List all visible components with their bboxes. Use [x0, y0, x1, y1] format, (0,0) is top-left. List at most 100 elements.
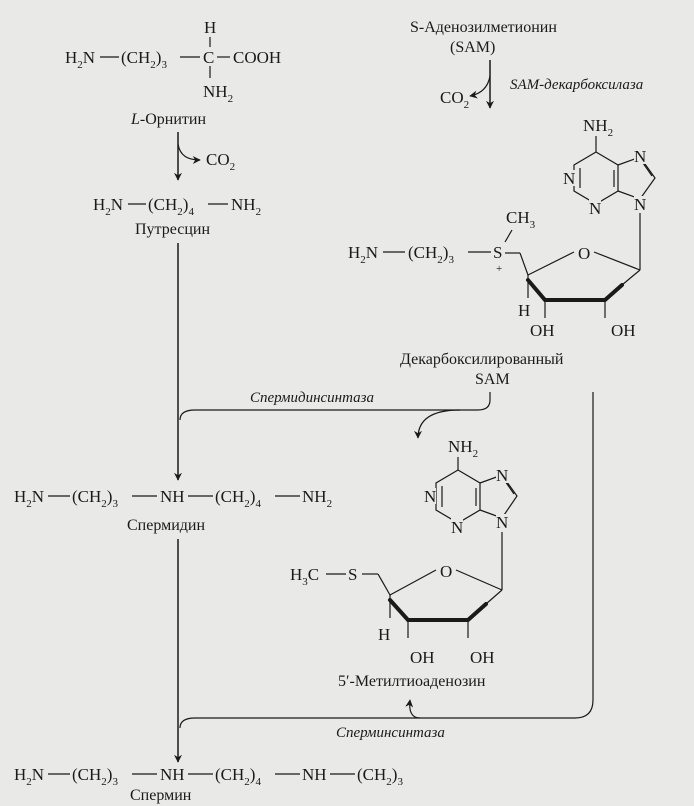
dcsam-amine: NH2: [583, 116, 613, 139]
ornithine-h-top: H: [204, 18, 216, 37]
mta-imidazole-ring: [479, 474, 518, 519]
ornithine-amino-left: H2N: [65, 48, 95, 71]
mta-ribose-oxygen: O: [440, 562, 452, 581]
dcsam-to-spermine-synthase: [405, 392, 594, 719]
spermidine-synthase-label: Спермидинсинтаза: [250, 390, 374, 406]
n3-label: N: [589, 199, 601, 218]
spermine-chain-a: (CH2)3: [72, 765, 118, 788]
putrescine-chain: (CH2)4: [148, 195, 194, 218]
oh-right: OH: [611, 321, 636, 340]
sam-abbrev: (SAM): [450, 39, 495, 56]
n1-label: N: [563, 169, 575, 188]
mta-n9-label: N: [496, 513, 508, 532]
ornithine-label: L-Орнитин: [130, 111, 206, 128]
spermidine-chain-b: (CH2)4: [215, 487, 261, 510]
spermine-amine-left: H2N: [14, 765, 44, 788]
mta-oh-right: OH: [470, 648, 495, 667]
sam-decarboxylase-label: SAM-декарбоксилаза: [510, 77, 643, 93]
mta-label: 5′-Метилтиоаденозин: [338, 673, 486, 690]
ornithine-structure: H H2N (CH2)3 C COOH NH2 L-Орнитин: [65, 18, 281, 128]
decarboxylation-arrow-1: CO2: [174, 132, 235, 181]
aminopropyl-chain: (CH2)3: [408, 243, 454, 266]
aminopropyl-transfer-arrow-2: [179, 717, 420, 729]
spermidine-synthase-step: Спермидинсинтаза: [179, 390, 594, 719]
co2-label-2: CO2: [440, 88, 469, 111]
spermine-imino-1: NH: [160, 765, 185, 784]
spermidine-amine-right: NH2: [302, 487, 332, 510]
ornithine-methylene-chain: (CH2)3: [121, 48, 167, 71]
mta-structure: NH2 N N N N O OH OH H S H3C 5′-Метилтиоа…: [290, 437, 518, 690]
sam-name: S-Аденозилметионин: [410, 19, 557, 36]
dcsam-label-line1: Декарбоксилированный: [400, 351, 564, 368]
label-bg: [496, 514, 509, 530]
label-bg: [563, 170, 575, 186]
mta-n7-label: N: [496, 466, 508, 485]
spermine-chain-b: (CH2)4: [215, 765, 261, 788]
label-bg: [589, 198, 601, 214]
mta-amine: NH2: [448, 437, 478, 460]
imidazole-ring: [617, 156, 656, 200]
putrescine-amino-right: NH2: [231, 195, 261, 218]
sulfonium-s: S: [493, 243, 502, 262]
putrescine-structure: H2N (CH2)4 NH2 Путресцин: [93, 195, 261, 238]
mta-c4-hydrogen: H: [378, 625, 390, 644]
ring-bond: [527, 251, 575, 276]
mta-n3-label: N: [451, 518, 463, 537]
ornithine-alpha-carbon: C: [203, 48, 214, 67]
label-bg: [496, 467, 509, 483]
spermidine-label: Спермидин: [127, 517, 205, 534]
ring-bond: [485, 589, 503, 605]
spermidine-chain-a: (CH2)3: [72, 487, 118, 510]
s-methyl-bond: [504, 229, 513, 243]
ring-bond: [593, 251, 641, 271]
co2-release-arrow-2: [469, 75, 491, 99]
mta-n1-label: N: [424, 487, 436, 506]
n7-label: N: [634, 147, 646, 166]
ring-bond: [621, 269, 641, 286]
aminopropyl-amine: H2N: [348, 243, 378, 266]
ornithine-alpha-amino: NH2: [203, 82, 233, 105]
ribose-front-edge: [526, 278, 624, 302]
mta-oh-left: OH: [410, 648, 435, 667]
ribose-oxygen: O: [578, 244, 590, 263]
spermine-structure: H2N (CH2)3 NH (CH2)4 NH (CH2)3 Спермин: [14, 765, 403, 804]
n9-label: N: [634, 195, 646, 214]
spermine-imino-2: NH: [302, 765, 327, 784]
label-bg: [634, 196, 647, 212]
spermidine-amine-left: H2N: [14, 487, 44, 510]
label-bg: [634, 148, 647, 164]
spermine-synthase-step: Сперминсинтаза: [179, 717, 445, 741]
c5-bond: [519, 252, 529, 276]
ring-bond: [389, 569, 437, 596]
spermine-label: Спермин: [130, 787, 192, 804]
putrescine-formula: H2N: [93, 195, 123, 218]
spermine-synthase-label: Сперминсинтаза: [336, 725, 445, 741]
mta-methyl: H3C: [290, 565, 319, 588]
spermidine-imino: NH: [160, 487, 185, 506]
mta-ribose-front-edge: [388, 598, 488, 622]
c4-hydrogen: H: [518, 301, 530, 320]
c5-bond: [377, 573, 391, 596]
methyl-group: CH3: [506, 208, 536, 231]
dcsam-structure: NH2 N N N N O OH OH H S +: [348, 116, 656, 388]
mta-release-arrow-1: [414, 409, 461, 439]
label-bg: [424, 488, 436, 504]
mta-sulfur: S: [348, 565, 357, 584]
spermine-chain-c: (CH2)3: [357, 765, 403, 788]
spermidine-structure: H2N (CH2)3 NH (CH2)4 NH2 Спермидин: [14, 487, 332, 534]
dcsam-label-line2: SAM: [475, 371, 510, 388]
co2-release-arrow: [177, 143, 201, 164]
ornithine-carboxyl: COOH: [233, 48, 281, 67]
double-bond: [504, 480, 515, 495]
co2-label-1: CO2: [206, 150, 235, 173]
putrescine-label: Путресцин: [135, 221, 210, 238]
sam-header: S-Аденозилметионин (SAM) SAM-декарбоксил…: [410, 19, 643, 111]
label-bg: [451, 517, 463, 533]
oh-left: OH: [530, 321, 555, 340]
aminopropyl-transfer-arrow-1: [179, 392, 491, 421]
ring-bond: [455, 569, 503, 591]
double-bond: [642, 162, 653, 177]
sulfonium-charge: +: [496, 263, 502, 275]
